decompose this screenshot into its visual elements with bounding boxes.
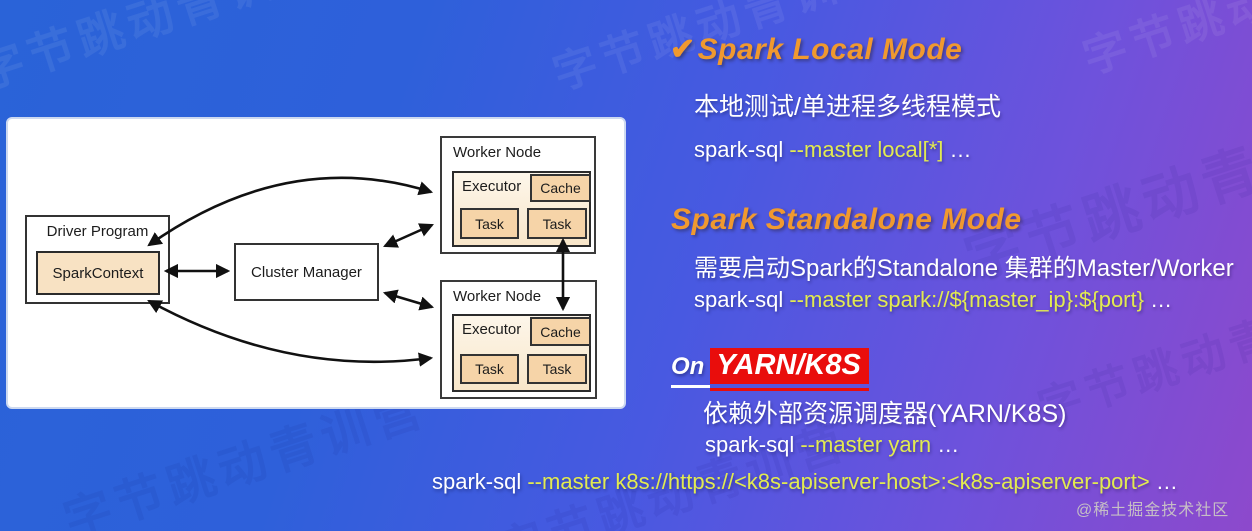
command-suffix: … xyxy=(1149,469,1178,494)
spark-architecture-panel: Driver Program SparkContext Cluster Mana… xyxy=(6,117,626,409)
command-suffix: … xyxy=(1143,287,1173,312)
community-watermark: @稀土掘金技术社区 xyxy=(1076,502,1230,519)
k8s-command: spark-sql --master k8s://https://<k8s-ap… xyxy=(432,469,1178,495)
task-label: Task xyxy=(542,215,572,232)
task-box: Task xyxy=(527,208,587,239)
task-box: Task xyxy=(527,354,587,384)
cache-label: Cache xyxy=(540,323,581,340)
cache-box: Cache xyxy=(530,317,591,346)
background-watermark: 字节跳动青训营 xyxy=(1077,0,1252,84)
standalone-mode-desc: 需要启动Spark的Standalone 集群的Master/Worker xyxy=(694,255,1234,282)
yarn-title-on: On xyxy=(671,353,711,388)
command-highlight: --master yarn xyxy=(800,432,932,457)
task-label: Task xyxy=(475,215,504,232)
standalone-mode-title: Spark Standalone Mode xyxy=(671,203,1022,236)
executor-label: Executor xyxy=(462,321,522,338)
background-watermark: 字节跳动青训营 xyxy=(0,0,335,99)
task-label: Task xyxy=(542,361,572,377)
command-suffix: … xyxy=(943,137,972,162)
local-mode-title: ✔Spark Local Mode xyxy=(670,32,962,67)
command-suffix: … xyxy=(931,432,960,457)
cluster-manager-box: Cluster Manager xyxy=(234,243,379,301)
worker-node-box-top: Worker Node Executor Cache Task Task xyxy=(440,136,596,254)
spark-context-box: SparkContext xyxy=(36,251,160,295)
worker-node-label: Worker Node xyxy=(453,288,542,305)
cache-label: Cache xyxy=(540,180,581,196)
command-prefix: spark-sql xyxy=(705,432,801,457)
spark-context-label: SparkContext xyxy=(52,264,144,282)
command-highlight: --master local[*] xyxy=(789,137,944,162)
local-mode-desc: 本地测试/单进程多线程模式 xyxy=(694,93,1001,121)
task-box: Task xyxy=(460,208,519,239)
command-prefix: spark-sql xyxy=(432,469,528,494)
task-label: Task xyxy=(475,361,504,377)
yarn-command: spark-sql --master yarn … xyxy=(705,432,959,458)
command-highlight: --master spark://${master_ip}:${port} xyxy=(789,287,1144,312)
cache-box: Cache xyxy=(530,174,591,202)
command-prefix: spark-sql xyxy=(694,287,790,312)
yarn-title-highlight: YARN/K8S xyxy=(710,348,869,391)
command-prefix: spark-sql xyxy=(694,137,790,162)
check-icon: ✔ xyxy=(670,33,696,66)
local-mode-title-text: Spark Local Mode xyxy=(697,33,963,66)
executor-label: Executor xyxy=(462,178,522,195)
standalone-mode-command: spark-sql --master spark://${master_ip}:… xyxy=(694,287,1172,313)
task-box: Task xyxy=(460,354,519,384)
command-highlight: --master k8s://https://<k8s-apiserver-ho… xyxy=(527,469,1150,494)
worker-node-box-bottom: Worker Node Executor Cache Task Task xyxy=(440,280,597,399)
driver-program-label: Driver Program xyxy=(46,223,149,240)
cluster-manager-label: Cluster Manager xyxy=(251,263,362,281)
local-mode-command: spark-sql --master local[*] … xyxy=(694,137,972,163)
yarn-k8s-desc: 依赖外部资源调度器(YARN/K8S) xyxy=(703,400,1067,428)
worker-node-label: Worker Node xyxy=(453,144,542,161)
